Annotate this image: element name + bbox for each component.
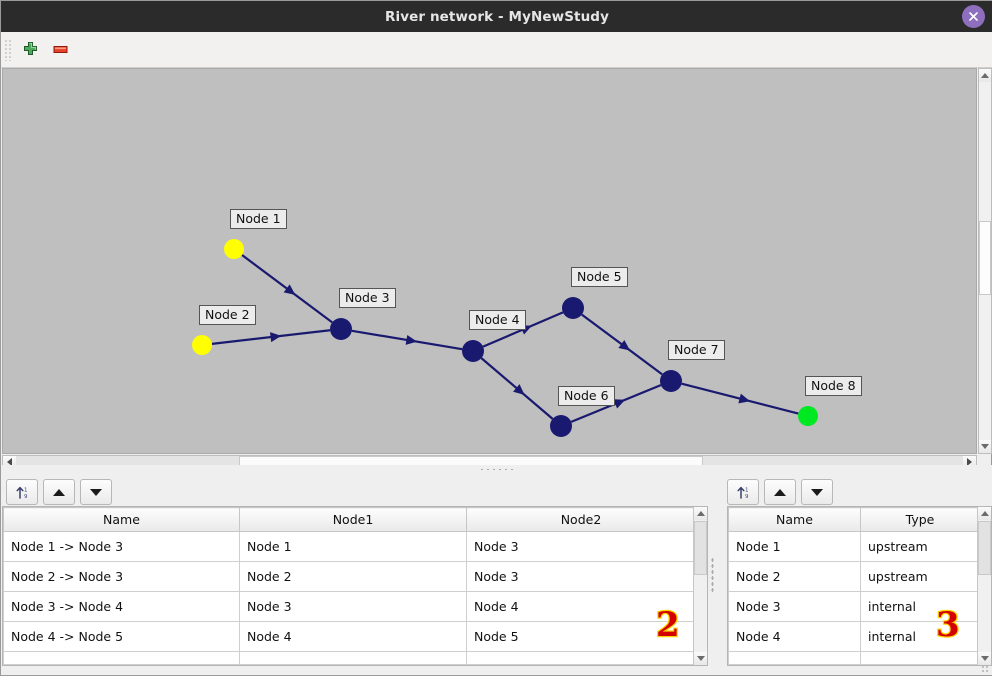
graph-vscroll-thumb[interactable] bbox=[979, 221, 991, 295]
reaches-scroll-thumb[interactable] bbox=[694, 521, 707, 575]
reaches-table-scrollbar[interactable] bbox=[693, 507, 707, 665]
main-toolbar bbox=[1, 32, 992, 68]
table-cell[interactable]: Node 4 -> Node 5 bbox=[3, 621, 240, 652]
toolbar-drag-handle[interactable] bbox=[4, 38, 13, 61]
reaches-sort-button[interactable]: 1 9 bbox=[6, 479, 38, 505]
splitter-grip bbox=[710, 556, 714, 593]
table-cell[interactable]: Node 2 bbox=[728, 561, 861, 592]
graph-node-label-node-6[interactable]: Node 6 bbox=[558, 386, 615, 406]
reaches-move-down-button[interactable] bbox=[80, 479, 112, 505]
column-header-name[interactable]: Name bbox=[728, 507, 861, 532]
scroll-down-icon[interactable] bbox=[978, 652, 991, 665]
scroll-up-icon[interactable] bbox=[978, 507, 991, 520]
reaches-toolbar: 1 9 bbox=[2, 474, 708, 506]
splitter-grip bbox=[479, 468, 515, 471]
vertical-splitter[interactable] bbox=[708, 474, 716, 675]
table-cell[interactable]: Node 4 bbox=[466, 591, 696, 622]
graph-node-label-node-4[interactable]: Node 4 bbox=[469, 310, 526, 330]
table-cell[interactable]: Node 3 bbox=[466, 531, 696, 562]
graph-node-label-node-5[interactable]: Node 5 bbox=[571, 267, 628, 287]
delete-node-button[interactable] bbox=[45, 36, 75, 64]
column-header-node1[interactable]: Node1 bbox=[239, 507, 467, 532]
annotation-3: 3 bbox=[935, 605, 961, 645]
table-row-empty[interactable] bbox=[728, 651, 980, 665]
network-graph-pane: Node 1 Node 2 Node 3 Node 4 Node 5 Node 6 Node… bbox=[2, 68, 992, 513]
svg-text:1: 1 bbox=[24, 487, 28, 493]
table-cell[interactable]: upstream bbox=[860, 561, 980, 592]
reaches-move-up-button[interactable] bbox=[43, 479, 75, 505]
table-cell[interactable]: Node 3 bbox=[728, 591, 861, 622]
scroll-up-icon[interactable] bbox=[979, 69, 991, 82]
graph-node-label-node-1[interactable]: Node 1 bbox=[230, 209, 287, 229]
table-cell[interactable]: internal bbox=[860, 591, 980, 622]
nodes-move-down-button[interactable] bbox=[801, 479, 833, 505]
table-cell[interactable]: Node 2 bbox=[239, 561, 467, 592]
table-cell[interactable]: Node 4 bbox=[728, 621, 861, 652]
graph-canvas[interactable]: Node 1 Node 2 Node 3 Node 4 Node 5 Node 6 Node… bbox=[2, 68, 977, 454]
table-cell-empty bbox=[466, 651, 696, 665]
table-cell[interactable]: Node 1 bbox=[239, 531, 467, 562]
add-node-button[interactable] bbox=[15, 36, 45, 64]
svg-text:1: 1 bbox=[745, 487, 749, 493]
nodes-scroll-thumb[interactable] bbox=[978, 521, 991, 575]
column-header-node2[interactable]: Node2 bbox=[466, 507, 696, 532]
table-cell[interactable]: Node 5 bbox=[466, 621, 696, 652]
table-cell-empty bbox=[860, 651, 980, 665]
scroll-up-icon[interactable] bbox=[694, 507, 707, 520]
graph-node-label-node-2[interactable]: Node 2 bbox=[199, 305, 256, 325]
table-cell[interactable]: Node 2 -> Node 3 bbox=[3, 561, 240, 592]
nodes-table-scrollbar[interactable] bbox=[977, 507, 991, 665]
svg-text:9: 9 bbox=[24, 494, 28, 500]
table-cell[interactable]: Node 4 bbox=[239, 621, 467, 652]
window-title: River network - MyNewStudy bbox=[385, 8, 609, 25]
graph-node-label-node-7[interactable]: Node 7 bbox=[668, 340, 725, 360]
table-row-empty[interactable] bbox=[3, 651, 696, 665]
table-cell-empty bbox=[728, 651, 861, 665]
window-resize-grip[interactable] bbox=[981, 665, 989, 673]
table-cell-empty bbox=[239, 651, 467, 665]
table-cell[interactable]: internal bbox=[860, 621, 980, 652]
title-bar: River network - MyNewStudy bbox=[1, 1, 992, 32]
graph-edges bbox=[192, 239, 818, 437]
table-cell[interactable]: Node 1 -> Node 3 bbox=[3, 531, 240, 562]
annotation-2: 2 bbox=[655, 605, 681, 645]
graph-vertical-scrollbar[interactable] bbox=[978, 68, 992, 454]
nodes-move-up-button[interactable] bbox=[764, 479, 796, 505]
close-icon[interactable] bbox=[962, 5, 985, 28]
table-cell[interactable]: Node 3 -> Node 4 bbox=[3, 591, 240, 622]
nodes-toolbar: 1 9 bbox=[715, 474, 992, 506]
table-cell[interactable]: upstream bbox=[860, 531, 980, 562]
table-cell[interactable]: Node 3 bbox=[239, 591, 467, 622]
table-cell-empty bbox=[3, 651, 240, 665]
table-cell[interactable]: Node 3 bbox=[466, 561, 696, 592]
svg-text:9: 9 bbox=[745, 494, 749, 500]
graph-node-label-node-8[interactable]: Node 8 bbox=[805, 376, 862, 396]
scroll-down-icon[interactable] bbox=[694, 652, 707, 665]
table-cell[interactable]: Node 1 bbox=[728, 531, 861, 562]
graph-node-label-node-3[interactable]: Node 3 bbox=[339, 288, 396, 308]
column-header-name[interactable]: Name bbox=[3, 507, 240, 532]
horizontal-splitter[interactable] bbox=[2, 465, 992, 474]
column-header-type[interactable]: Type bbox=[860, 507, 980, 532]
scroll-down-icon[interactable] bbox=[979, 440, 991, 453]
nodes-sort-button[interactable]: 1 9 bbox=[727, 479, 759, 505]
